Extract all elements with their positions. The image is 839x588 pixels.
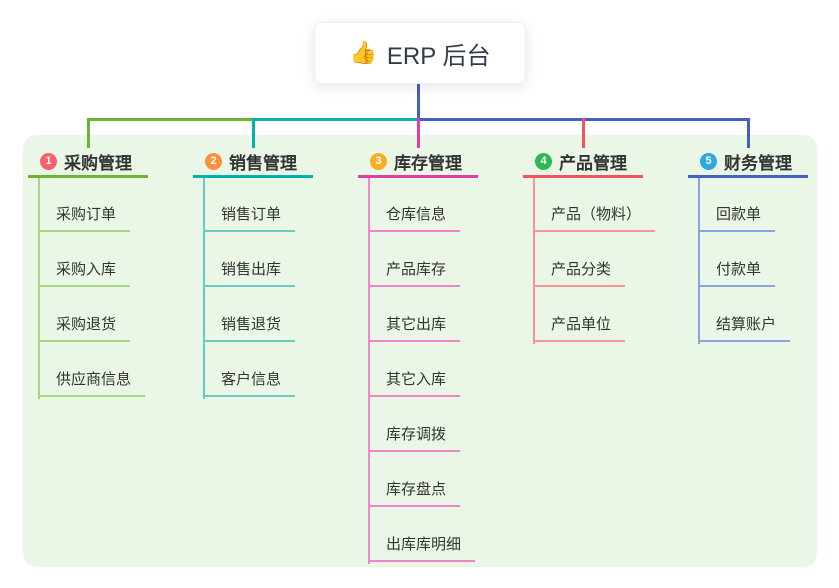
branch-drop-line bbox=[417, 118, 420, 148]
branch-header-3[interactable]: 3 库存管理 bbox=[358, 148, 478, 178]
branch-sub-list: 销售订单销售出库销售退货客户信息 bbox=[203, 177, 296, 397]
branch-node[interactable]: 采购订单 bbox=[38, 177, 131, 232]
branch-node[interactable]: 销售出库 bbox=[203, 232, 296, 287]
branch-title: 采购管理 bbox=[64, 154, 132, 173]
branch-node[interactable]: 仓库信息 bbox=[368, 177, 461, 232]
branch-title: 产品管理 bbox=[559, 154, 627, 173]
branch-node[interactable]: 结算账户 bbox=[698, 287, 791, 342]
branch-node[interactable]: 其它入库 bbox=[368, 342, 461, 397]
branch-drop-line bbox=[252, 118, 255, 148]
root-node[interactable]: 👍 ERP 后台 bbox=[314, 22, 526, 84]
branch-drop-line bbox=[582, 118, 585, 148]
branch-sub-list: 回款单付款单结算账户 bbox=[698, 177, 791, 342]
branch-title: 库存管理 bbox=[394, 154, 462, 173]
branch-header-2[interactable]: 2 销售管理 bbox=[193, 148, 313, 178]
branch-title: 销售管理 bbox=[229, 154, 297, 173]
branch-number-badge: 1 bbox=[40, 153, 57, 170]
thumbs-up-icon: 👍 bbox=[349, 40, 377, 65]
bus-segment-teal bbox=[253, 118, 418, 121]
branch-node[interactable]: 库存调拨 bbox=[368, 397, 461, 452]
branch-node[interactable]: 付款单 bbox=[698, 232, 776, 287]
branch-node[interactable]: 供应商信息 bbox=[38, 342, 146, 397]
branch-header-5[interactable]: 5 财务管理 bbox=[688, 148, 808, 178]
branch-header-4[interactable]: 4 产品管理 bbox=[523, 148, 643, 178]
branch-node[interactable]: 其它出库 bbox=[368, 287, 461, 342]
branch-drop-line bbox=[87, 118, 90, 148]
subtree-line bbox=[533, 177, 535, 344]
branch-node[interactable]: 销售订单 bbox=[203, 177, 296, 232]
branch-drop-line bbox=[747, 118, 750, 148]
branch-node[interactable]: 采购入库 bbox=[38, 232, 131, 287]
root-label: ERP 后台 bbox=[386, 42, 491, 70]
branch-node[interactable]: 库存盘点 bbox=[368, 452, 461, 507]
branch-node[interactable]: 客户信息 bbox=[203, 342, 296, 397]
subtree-line bbox=[368, 177, 370, 564]
bus-segment-green bbox=[87, 118, 253, 121]
subtree-line bbox=[203, 177, 205, 399]
root-connector-line bbox=[417, 82, 420, 118]
branch-header-1[interactable]: 1 采购管理 bbox=[28, 148, 148, 178]
branch-node[interactable]: 产品分类 bbox=[533, 232, 626, 287]
branch-node[interactable]: 回款单 bbox=[698, 177, 776, 232]
branch-number-badge: 3 bbox=[370, 153, 387, 170]
branch-node[interactable]: 采购退货 bbox=[38, 287, 131, 342]
branch-node[interactable]: 产品（物料） bbox=[533, 177, 656, 232]
branch-sub-list: 产品（物料）产品分类产品单位 bbox=[533, 177, 656, 342]
subtree-line bbox=[38, 177, 40, 399]
branches-panel bbox=[23, 135, 817, 567]
branch-node[interactable]: 产品库存 bbox=[368, 232, 461, 287]
branch-node[interactable]: 产品单位 bbox=[533, 287, 626, 342]
branch-number-badge: 4 bbox=[535, 153, 552, 170]
branch-sub-list: 仓库信息产品库存其它出库其它入库库存调拨库存盘点出库库明细 bbox=[368, 177, 476, 562]
branch-sub-list: 采购订单采购入库采购退货供应商信息 bbox=[38, 177, 146, 397]
branch-node[interactable]: 出库库明细 bbox=[368, 507, 476, 562]
subtree-line bbox=[698, 177, 700, 344]
branch-node[interactable]: 销售退货 bbox=[203, 287, 296, 342]
branch-number-badge: 5 bbox=[700, 153, 717, 170]
branch-title: 财务管理 bbox=[724, 154, 792, 173]
branch-number-badge: 2 bbox=[205, 153, 222, 170]
